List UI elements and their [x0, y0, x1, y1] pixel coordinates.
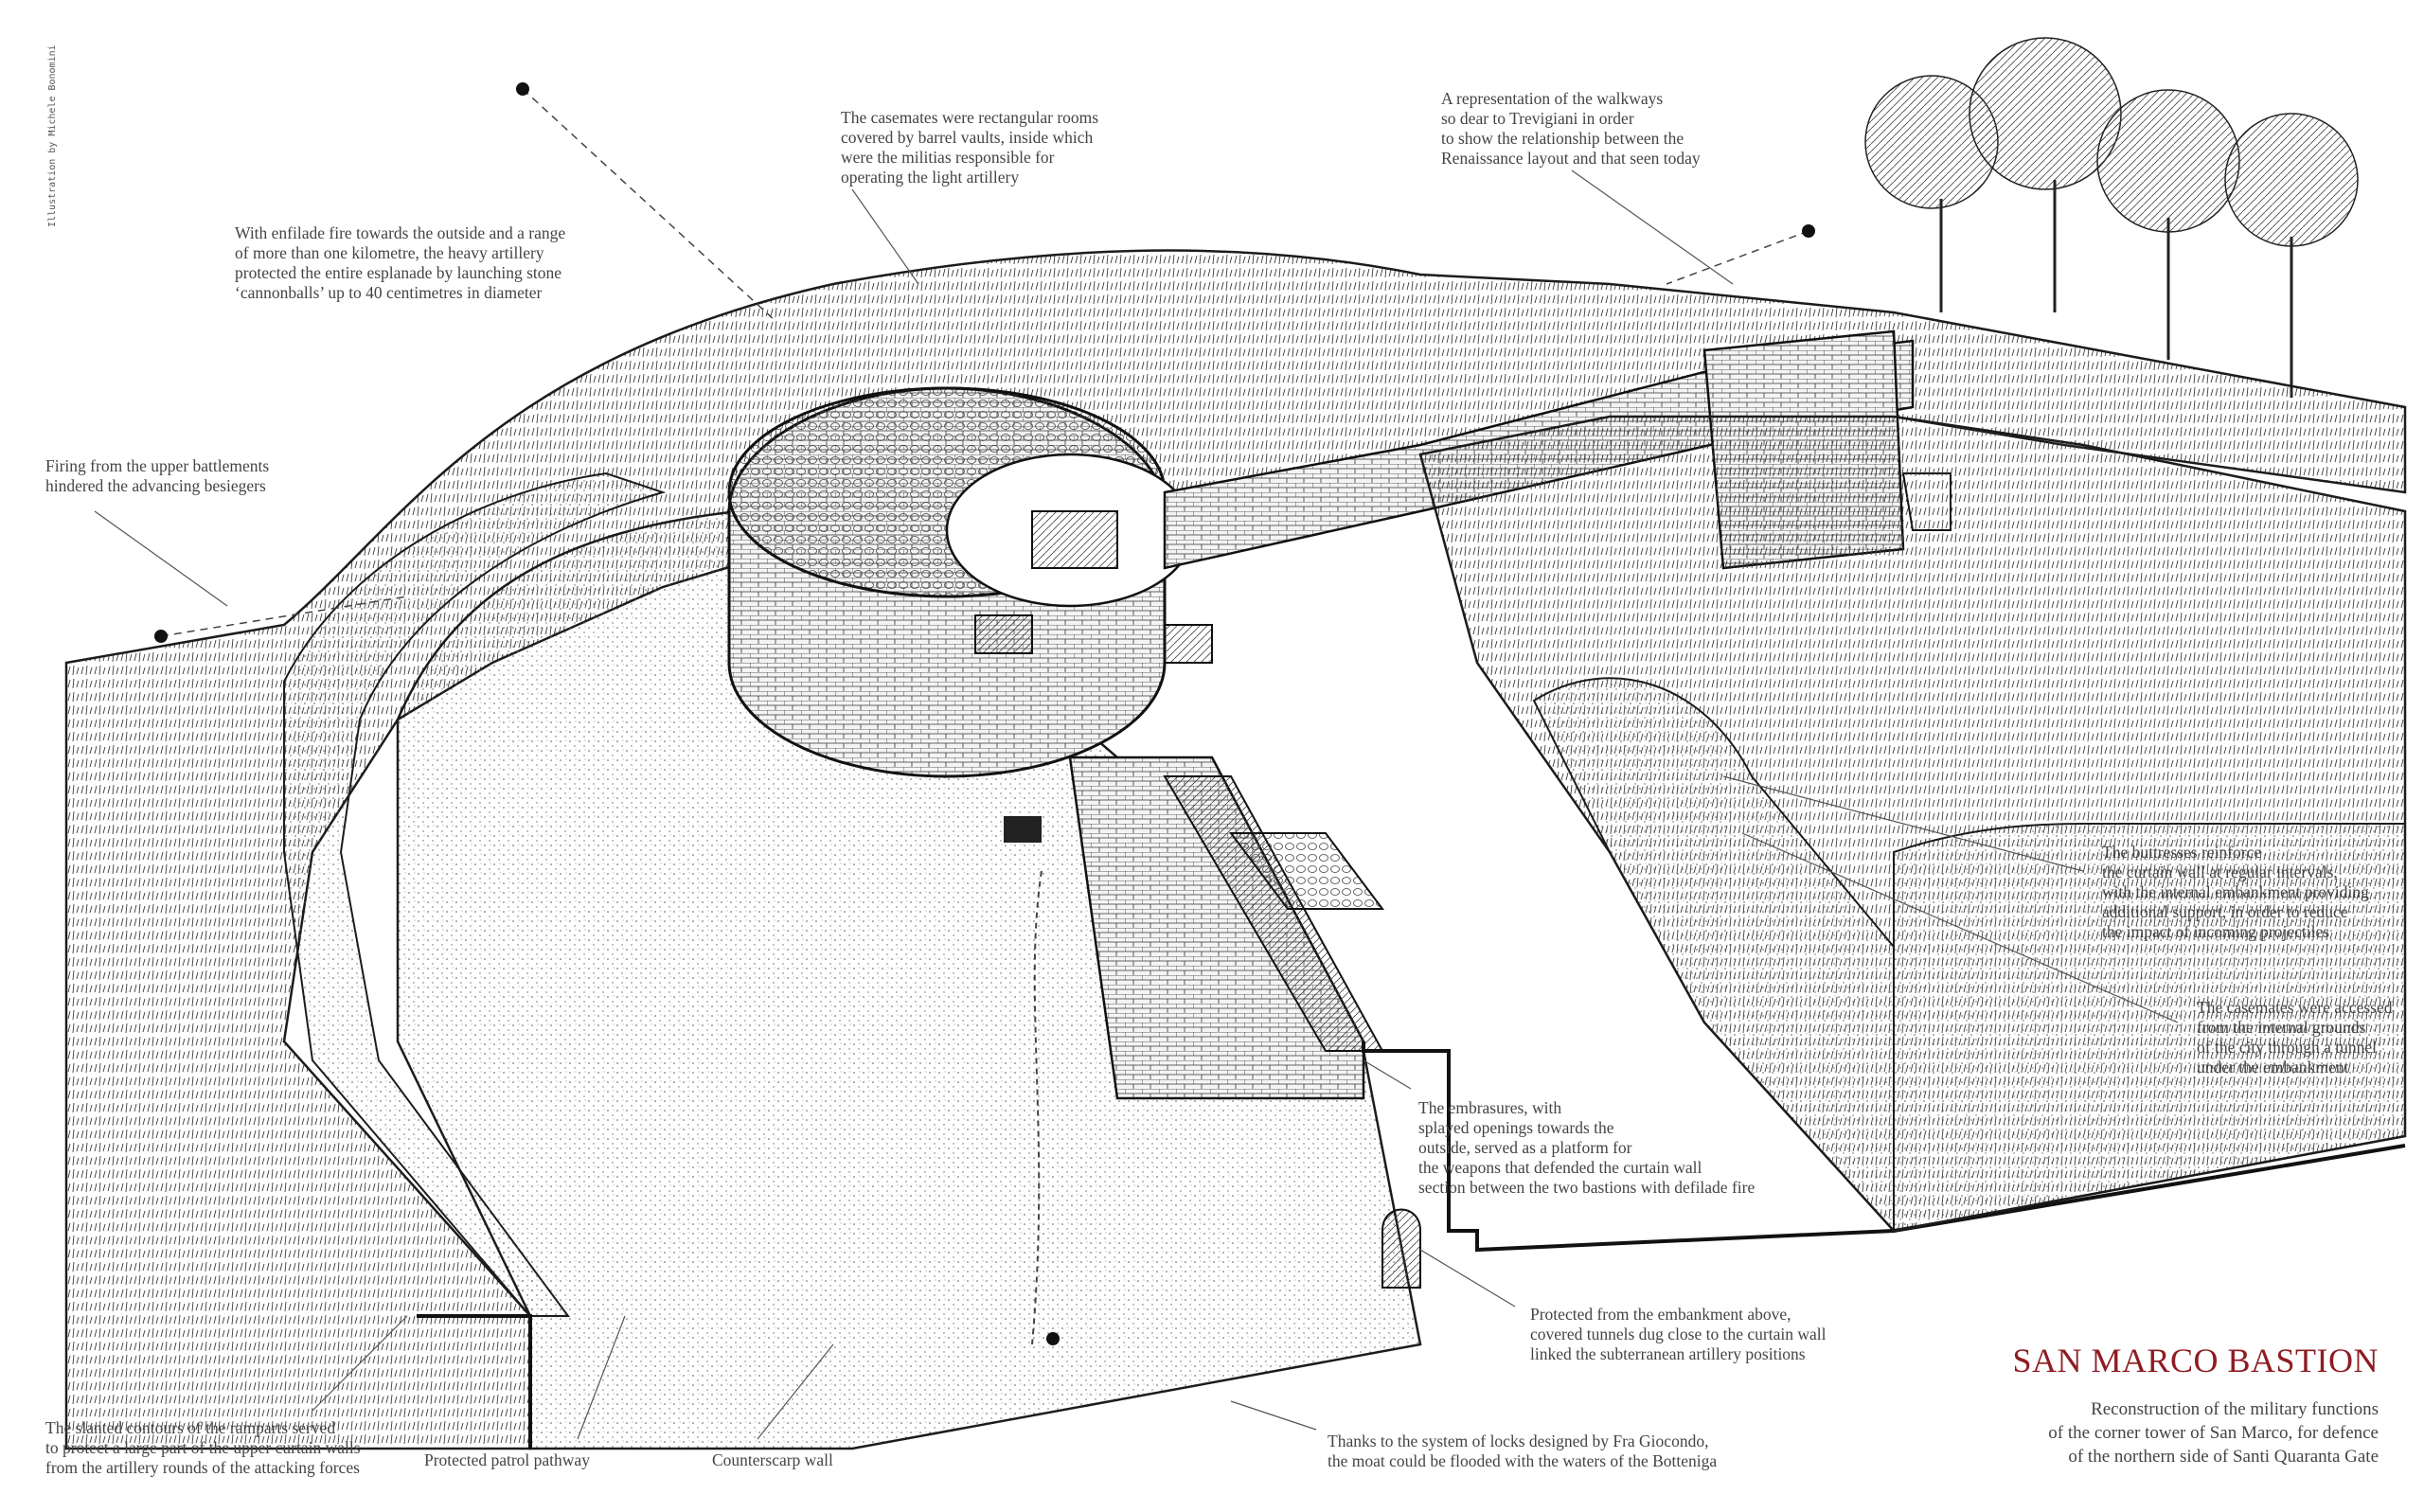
leader-lines — [94, 169, 2179, 1440]
illustration-credit: Illustration by Michele Bonomini — [47, 44, 58, 227]
annotation-buttresses: The buttresses reinforce the curtain wal… — [2102, 843, 2369, 941]
annotation-locks: Thanks to the system of locks designed b… — [1328, 1432, 1718, 1470]
annotation-counterscarp: Counterscarp wall — [712, 1450, 833, 1469]
annotation-upper-battlements: Firing from the upper battlements hinder… — [45, 456, 270, 495]
annotation-covered-tunnels: Protected from the embankment above, cov… — [1530, 1305, 1827, 1363]
plate-subtitle: Reconstruction of the military functions… — [2048, 1399, 2379, 1467]
covered-tunnel — [1068, 756, 1384, 1100]
annotation-heavy-artillery: With enfilade fire towards the outside a… — [235, 223, 566, 302]
annotation-embrasures: The embrasures, with splayed openings to… — [1418, 1098, 1756, 1197]
section-cut — [417, 1041, 2406, 1449]
trees — [1864, 37, 2359, 398]
annotation-casemates-rooms: The casemates were rectangular rooms cov… — [841, 108, 1099, 187]
annotation-patrol-pathway: Protected patrol pathway — [424, 1450, 590, 1469]
moat — [396, 509, 1422, 1450]
inner-embankment — [1418, 415, 2407, 1234]
annotation-slanted-contours: The slanted contours of the ramparts ser… — [45, 1418, 361, 1477]
plate-title: SAN MARCO BASTION — [2012, 1342, 2379, 1379]
patrol-pathway — [283, 471, 667, 1317]
annotation-walkways: A representation of the walkways so dear… — [1441, 89, 1701, 168]
annotation-casemates-accessed: The casemates were accessed from the int… — [2197, 998, 2393, 1076]
cannon-trajectories — [154, 82, 1815, 643]
corner-tower — [727, 386, 1213, 843]
